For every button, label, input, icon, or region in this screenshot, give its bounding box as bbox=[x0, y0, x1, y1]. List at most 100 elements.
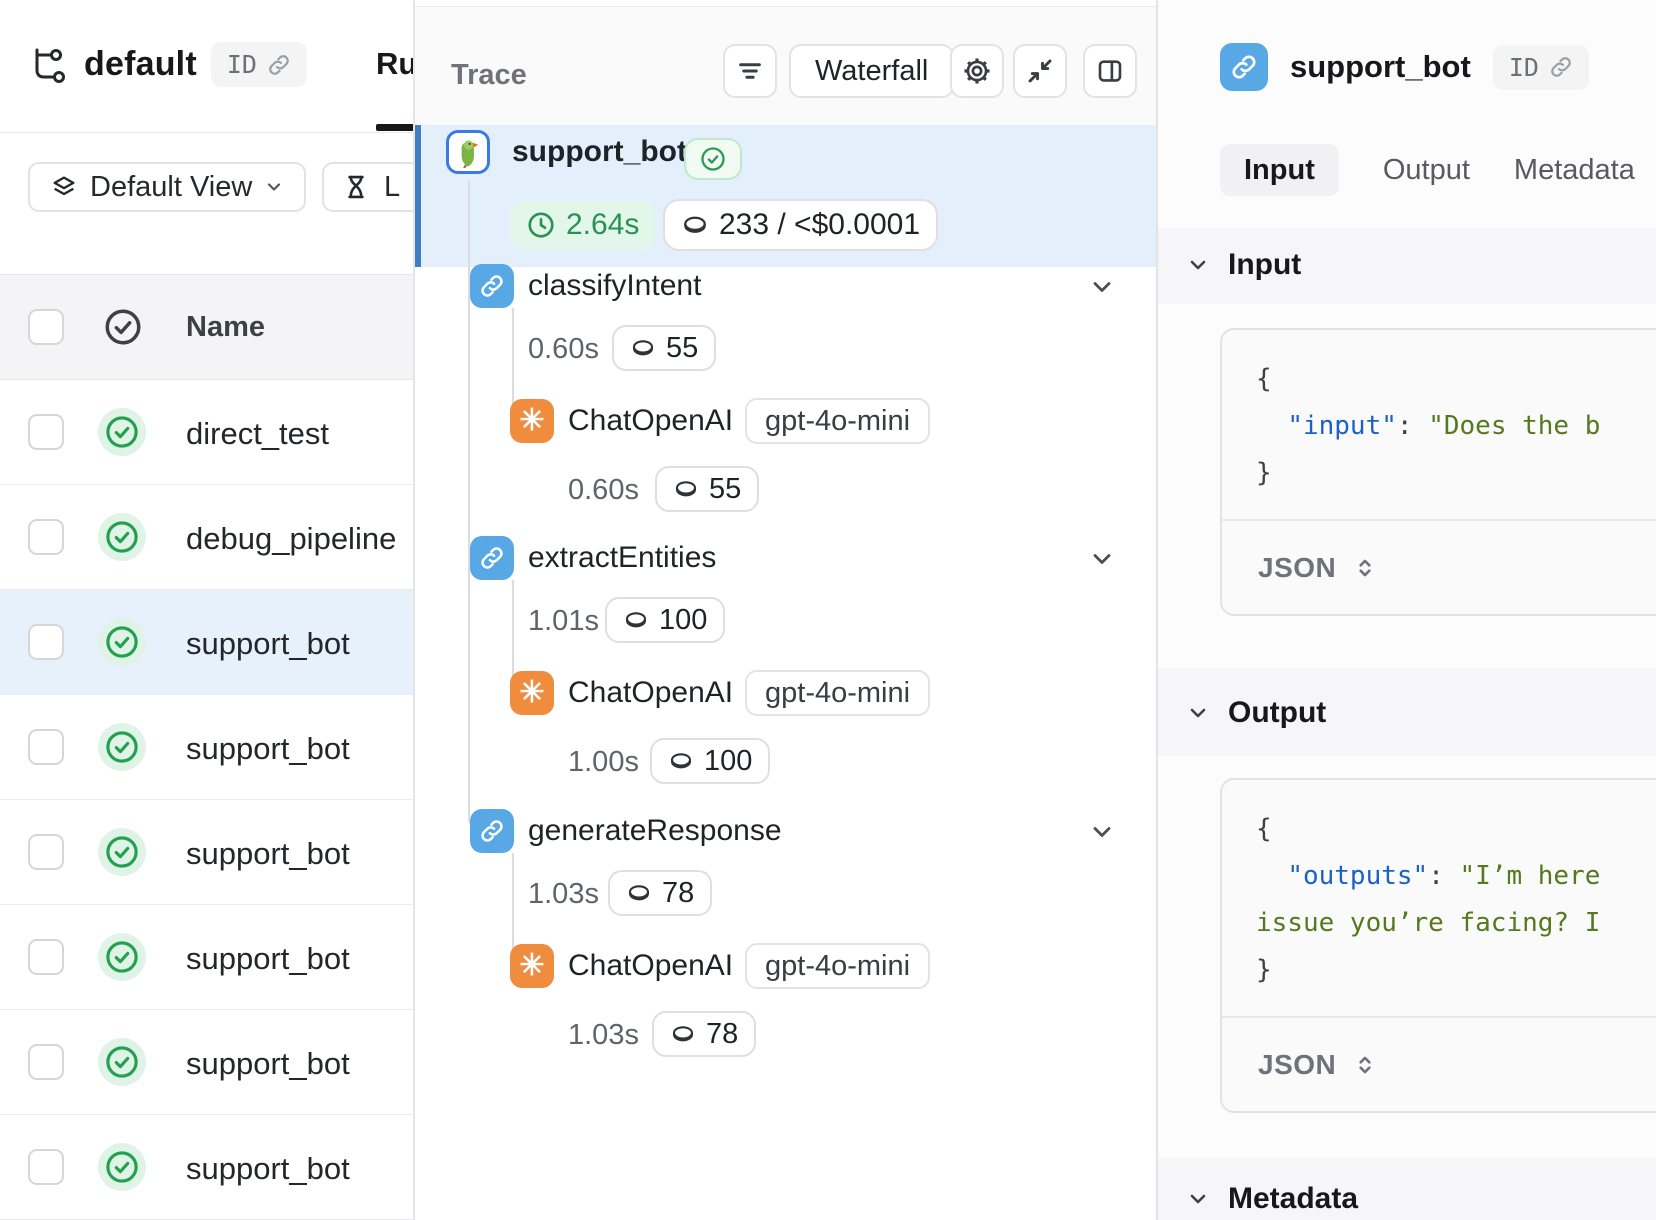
status-column-icon bbox=[102, 306, 144, 348]
run-name[interactable]: support_bot bbox=[186, 1046, 350, 1081]
run-name[interactable]: debug_pipeline bbox=[186, 521, 397, 556]
active-tab-underline bbox=[376, 124, 413, 131]
table-row-selected[interactable]: support_bot bbox=[0, 590, 413, 695]
code-colon: : bbox=[1396, 411, 1429, 441]
trace-node-name[interactable]: classifyIntent bbox=[528, 269, 702, 302]
run-name[interactable]: support_bot bbox=[186, 626, 350, 661]
table-row[interactable]: support_bot bbox=[0, 1115, 413, 1220]
node-duration: 1.00s bbox=[568, 746, 639, 778]
row-checkbox[interactable] bbox=[28, 519, 64, 555]
input-section-header[interactable]: Input bbox=[1186, 248, 1301, 282]
code-indent bbox=[1256, 861, 1287, 891]
metadata-section-band bbox=[1158, 1158, 1656, 1220]
id-label: ID bbox=[1508, 52, 1539, 82]
chevron-down-icon bbox=[264, 177, 284, 197]
success-status-icon bbox=[98, 828, 146, 876]
range-button-label: L bbox=[384, 170, 401, 203]
success-status-icon bbox=[98, 618, 146, 666]
input-heading: Input bbox=[1228, 248, 1302, 281]
node-tokens: 78 bbox=[662, 876, 695, 909]
waterfall-view-button[interactable]: Waterfall bbox=[789, 44, 955, 98]
chevron-down-icon[interactable] bbox=[1088, 818, 1116, 846]
trace-panel-title: Trace bbox=[451, 59, 527, 91]
input-section-band bbox=[1158, 228, 1656, 304]
table-row[interactable]: support_bot bbox=[0, 800, 413, 905]
run-name[interactable]: direct_test bbox=[186, 416, 330, 451]
row-checkbox[interactable] bbox=[28, 624, 64, 660]
table-row[interactable]: direct_test bbox=[0, 380, 413, 485]
chain-link-icon[interactable] bbox=[470, 536, 514, 580]
trace-root-name[interactable]: support_bot bbox=[512, 135, 687, 168]
chain-link-icon bbox=[1220, 43, 1268, 91]
code-brace: } bbox=[1256, 955, 1272, 985]
trace-node-name[interactable]: ChatOpenAI bbox=[568, 676, 734, 709]
metadata-section-header[interactable]: Metadata bbox=[1186, 1182, 1358, 1216]
row-checkbox[interactable] bbox=[28, 729, 64, 765]
tab-metadata[interactable]: Metadata bbox=[1513, 153, 1635, 186]
code-string: "Does the b bbox=[1428, 411, 1601, 441]
input-format-selector[interactable]: JSON bbox=[1222, 519, 1656, 614]
openai-icon[interactable]: ✳ bbox=[510, 671, 554, 715]
collapse-panel-button[interactable] bbox=[1013, 44, 1067, 98]
output-section-band bbox=[1158, 668, 1656, 756]
chain-link-icon[interactable] bbox=[470, 809, 514, 853]
success-status-icon bbox=[98, 1143, 146, 1191]
node-tokens-pill: 100 bbox=[605, 597, 726, 643]
parrot-icon[interactable] bbox=[446, 130, 490, 174]
view-button-label: Default View bbox=[90, 170, 253, 203]
format-label: JSON bbox=[1258, 551, 1337, 583]
chevron-down-icon[interactable] bbox=[1088, 273, 1116, 301]
model-name: gpt-4o-mini bbox=[765, 949, 911, 982]
tab-input[interactable]: Input bbox=[1220, 144, 1339, 196]
filter-button[interactable] bbox=[723, 44, 777, 98]
project-id-badge[interactable]: ID bbox=[210, 42, 307, 87]
run-name[interactable]: support_bot bbox=[186, 1151, 350, 1186]
trace-header: Trace Waterfall bbox=[415, 7, 1156, 125]
output-format-selector[interactable]: JSON bbox=[1222, 1016, 1656, 1111]
tab-runs[interactable]: Ru bbox=[376, 46, 415, 81]
output-heading: Output bbox=[1228, 696, 1327, 729]
input-json[interactable]: { "input": "Does the b } bbox=[1222, 330, 1656, 519]
trace-node-name[interactable]: ChatOpenAI bbox=[568, 404, 734, 437]
side-panel-toggle-button[interactable] bbox=[1083, 44, 1137, 98]
row-checkbox[interactable] bbox=[28, 1149, 64, 1185]
chevron-down-icon[interactable] bbox=[1088, 545, 1116, 573]
run-name[interactable]: support_bot bbox=[186, 731, 350, 766]
select-all-checkbox[interactable] bbox=[28, 309, 64, 345]
run-id-badge[interactable]: ID bbox=[1492, 44, 1589, 90]
row-checkbox[interactable] bbox=[28, 414, 64, 450]
row-checkbox[interactable] bbox=[28, 834, 64, 870]
table-row[interactable]: support_bot bbox=[0, 695, 413, 800]
output-section-header[interactable]: Output bbox=[1186, 696, 1326, 730]
openai-icon[interactable]: ✳ bbox=[510, 944, 554, 988]
table-row[interactable]: support_bot bbox=[0, 1010, 413, 1115]
default-view-dropdown[interactable]: Default View bbox=[28, 162, 307, 212]
name-column-header[interactable]: Name bbox=[186, 311, 265, 343]
settings-gear-button[interactable] bbox=[950, 44, 1004, 98]
trace-node-name[interactable]: ChatOpenAI bbox=[568, 949, 734, 982]
openai-icon[interactable]: ✳ bbox=[510, 399, 554, 443]
sort-arrows-icon bbox=[1359, 1056, 1371, 1073]
success-status-icon bbox=[98, 513, 146, 561]
run-name[interactable]: support_bot bbox=[186, 836, 350, 871]
code-brace: { bbox=[1256, 364, 1272, 394]
table-row[interactable]: debug_pipeline bbox=[0, 485, 413, 590]
chain-link-icon[interactable] bbox=[470, 264, 514, 308]
selected-accent-bar bbox=[415, 125, 421, 267]
run-name[interactable]: support_bot bbox=[186, 941, 350, 976]
tree-connector bbox=[512, 580, 514, 677]
table-row[interactable]: support_bot bbox=[0, 905, 413, 1010]
root-tokens-cost-pill: 233 / <$0.0001 bbox=[663, 199, 939, 251]
tree-connector bbox=[468, 181, 470, 815]
trace-node-name[interactable]: extractEntities bbox=[528, 541, 717, 574]
time-range-button[interactable]: L bbox=[322, 162, 413, 212]
tab-output[interactable]: Output bbox=[1382, 153, 1470, 186]
waterfall-label: Waterfall bbox=[815, 54, 929, 87]
output-json[interactable]: { "outputs": "I’m here issue you’re faci… bbox=[1222, 780, 1656, 1016]
row-checkbox[interactable] bbox=[28, 939, 64, 975]
row-checkbox[interactable] bbox=[28, 1044, 64, 1080]
trace-node-name[interactable]: generateResponse bbox=[528, 814, 782, 847]
run-details-panel: support_bot ID Input Output Metadata Inp… bbox=[1156, 0, 1656, 1220]
success-status-icon bbox=[98, 1038, 146, 1086]
tree-hierarchy-icon bbox=[28, 44, 70, 86]
